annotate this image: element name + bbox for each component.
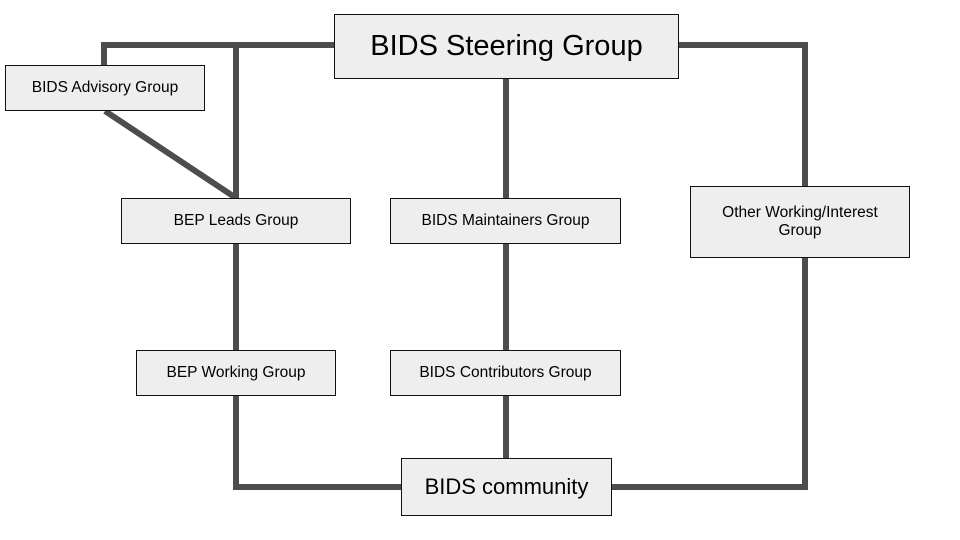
connector-steering-to-advisory-and-bep-leads (101, 42, 334, 65)
node-bids-community[interactable]: BIDS community (401, 458, 612, 516)
node-label-bep-leads: BEP Leads Group (173, 212, 299, 230)
connector-steering-to-other-working (679, 42, 808, 186)
node-label-bep-working: BEP Working Group (166, 364, 306, 382)
node-bep-working-group[interactable]: BEP Working Group (136, 350, 336, 396)
connector-bep-working-to-community (233, 396, 401, 490)
node-label-contributors: BIDS Contributors Group (419, 364, 592, 382)
node-label-community: BIDS community (424, 474, 589, 500)
node-label-steering: BIDS Steering Group (370, 29, 643, 62)
connector-group (101, 42, 808, 490)
connector-advisory-to-bep-leads-diagonal (103, 108, 238, 201)
node-bids-advisory-group[interactable]: BIDS Advisory Group (5, 65, 205, 111)
node-other-working-interest-group[interactable]: Other Working/Interest Group (690, 186, 910, 258)
node-label-advisory: BIDS Advisory Group (31, 79, 179, 97)
node-label-maintainers: BIDS Maintainers Group (421, 212, 590, 230)
node-label-other-working: Other Working/Interest Group (722, 204, 878, 239)
node-bep-leads-group[interactable]: BEP Leads Group (121, 198, 351, 244)
connector-steering-to-bep-branch (233, 42, 334, 198)
node-bids-maintainers-group[interactable]: BIDS Maintainers Group (390, 198, 621, 244)
connector-other-working-to-community (612, 258, 808, 490)
node-bids-contributors-group[interactable]: BIDS Contributors Group (390, 350, 621, 396)
node-bids-steering-group[interactable]: BIDS Steering Group (334, 14, 679, 79)
